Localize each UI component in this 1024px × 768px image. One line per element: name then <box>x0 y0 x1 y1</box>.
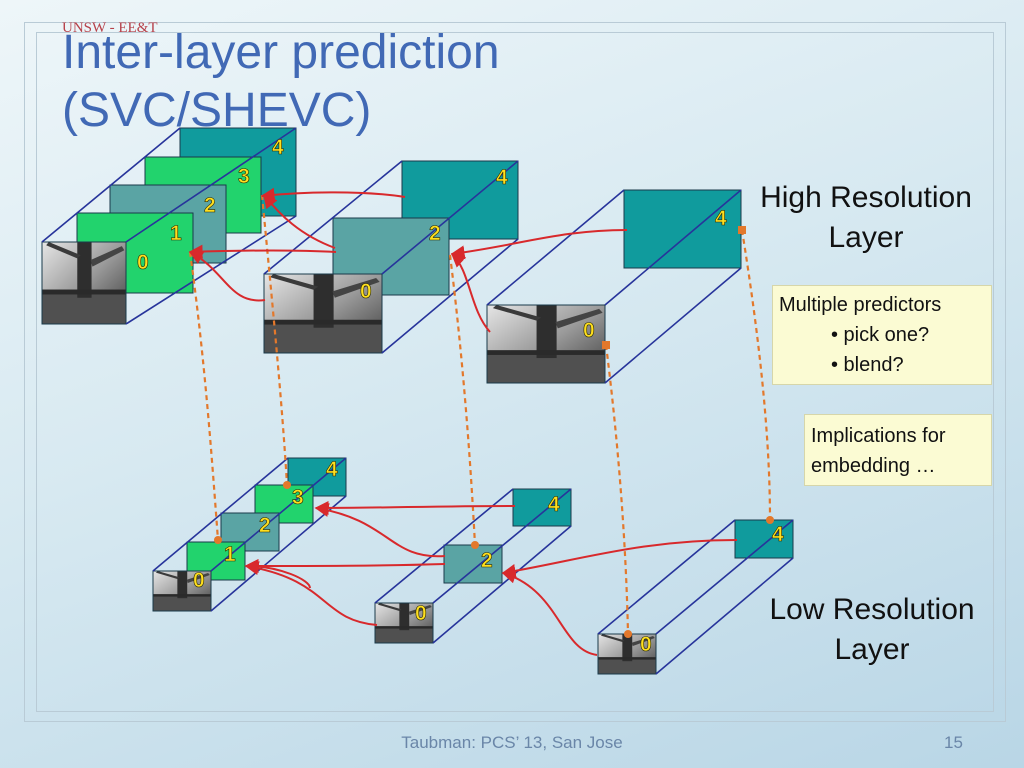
page-number: 15 <box>944 733 963 752</box>
lr-num-0: 0 <box>193 569 205 592</box>
lr-num-4b: 4 <box>548 493 560 516</box>
hr-num-3: 3 <box>238 165 250 188</box>
inter-layer-links <box>188 194 772 635</box>
hr-num-0b: 0 <box>360 280 372 303</box>
high-res-layer <box>41 127 742 384</box>
prediction-arrows <box>188 187 738 656</box>
predictors-item-2: • blend? <box>831 354 904 376</box>
implications-line-2: embedding … <box>811 455 936 477</box>
low-res-label: Low Resolution Layer <box>769 593 975 666</box>
title-line-1: Inter-layer prediction <box>62 26 500 79</box>
lr-num-4c: 4 <box>772 523 784 546</box>
lr-frame-4c <box>734 519 794 559</box>
predictors-title: Multiple predictors <box>779 294 942 316</box>
slide-title: Inter-layer prediction (SVC/SHEVC) <box>62 24 500 140</box>
low-frame-numbers: 0 1 2 3 4 0 2 4 0 4 <box>193 458 785 657</box>
lr-frame-2b <box>443 544 503 584</box>
hr-num-2: 2 <box>204 194 216 217</box>
implications-note: Implications for embedding … <box>804 414 992 486</box>
footer-text: Taubman: PCS’ 13, San Jose <box>401 733 623 752</box>
lr-num-3: 3 <box>292 486 304 509</box>
high-frame-numbers: 0 1 2 3 4 0 2 4 0 4 <box>137 136 728 343</box>
hr-frame-0c <box>487 305 605 383</box>
hr-num-4b: 4 <box>496 166 508 189</box>
hr-num-4: 4 <box>272 136 284 159</box>
org-tag: UNSW - EE&T <box>62 20 158 36</box>
hr-num-0: 0 <box>137 251 149 274</box>
lr-num-0b: 0 <box>415 602 427 625</box>
hr-num-1: 1 <box>170 222 182 245</box>
high-res-label: High Resolution Layer <box>760 181 972 254</box>
predictors-item-1: • pick one? <box>831 324 930 346</box>
lr-num-4: 4 <box>326 458 338 481</box>
slide-frame-inner <box>36 32 994 712</box>
link-end-dots <box>214 226 774 638</box>
lr-num-0c: 0 <box>640 633 652 656</box>
lr-num-1: 1 <box>224 543 236 566</box>
hr-num-0c: 0 <box>583 319 595 342</box>
lr-num-2b: 2 <box>481 549 493 572</box>
slide-frame-outer <box>24 22 1006 722</box>
implications-line-1: Implications for <box>811 425 946 447</box>
lr-num-2: 2 <box>259 514 271 537</box>
hr-frame-0 <box>42 242 126 324</box>
hr-num-4c: 4 <box>715 207 727 230</box>
predictors-note: Multiple predictors • pick one? • blend? <box>772 285 992 385</box>
lr-frame-4b <box>512 488 572 527</box>
hr-num-2b: 2 <box>429 222 441 245</box>
